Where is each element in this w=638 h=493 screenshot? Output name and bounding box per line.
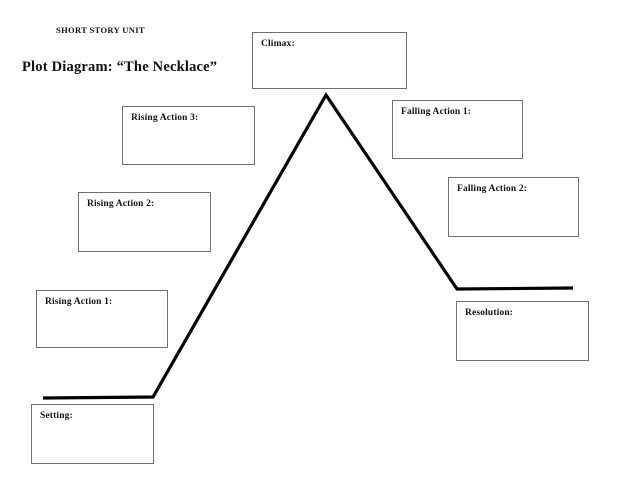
page-title: Plot Diagram: “The Necklace” [22,59,218,75]
stage-label-rising-action-3: Rising Action 3: [131,113,199,123]
unit-label: SHORT STORY UNIT [56,25,145,35]
stage-box-setting[interactable]: Setting: [31,404,154,464]
stage-label-rising-action-1: Rising Action 1: [45,297,113,307]
stage-box-rising-action-2[interactable]: Rising Action 2: [78,192,211,252]
stage-label-resolution: Resolution: [465,308,514,318]
stage-box-resolution[interactable]: Resolution: [456,301,589,361]
stage-box-falling-action-1[interactable]: Falling Action 1: [392,100,523,159]
stage-label-setting: Setting: [40,411,73,421]
stage-box-rising-action-1[interactable]: Rising Action 1: [36,290,168,348]
stage-label-falling-action-2: Falling Action 2: [457,184,528,194]
stage-label-rising-action-2: Rising Action 2: [87,199,155,209]
stage-box-rising-action-3[interactable]: Rising Action 3: [122,106,255,165]
stage-label-falling-action-1: Falling Action 1: [401,107,472,117]
stage-box-falling-action-2[interactable]: Falling Action 2: [448,177,579,237]
stage-box-climax[interactable]: Climax: [252,32,407,89]
stage-label-climax: Climax: [261,39,295,49]
